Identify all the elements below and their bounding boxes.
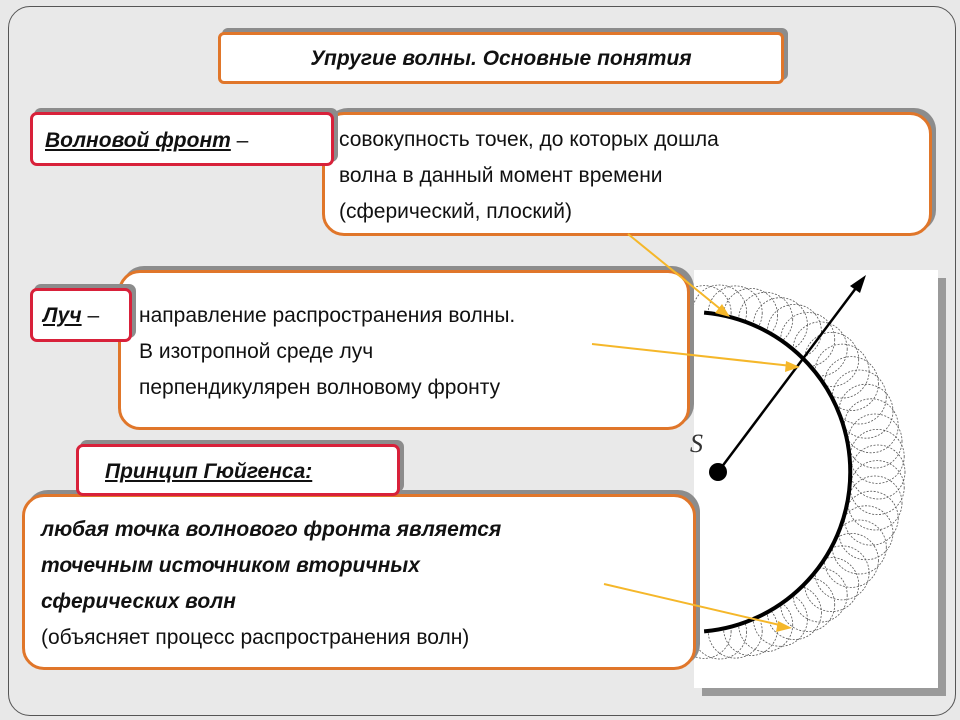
ray-line-3: перпендикулярен волновому фронту (139, 376, 501, 399)
huygens-line-1: любая точка волнового фронта является (41, 518, 502, 541)
ray-definition-box: направление распространения волны. В изо… (118, 270, 690, 430)
pointer-arrowhead-huygens (776, 621, 792, 632)
huygens-term-label: Принцип Гюйгенса: (105, 460, 312, 484)
title-box: Упругие волны. Основные понятия (218, 32, 784, 84)
huygens-line-3: сферических волн (41, 590, 236, 613)
wavefront-term-label: Волновой фронт – (45, 129, 248, 153)
pointer-arrow-wavefront (627, 233, 725, 313)
pointer-arrow-huygens (603, 583, 785, 627)
pointer-arrowhead-wavefront (715, 304, 730, 317)
wavefront-line-3: (сферический, плоский) (339, 200, 572, 223)
ray-term-label: Луч – (43, 304, 99, 328)
ray-arrow-head (850, 275, 866, 293)
source-label: S (690, 429, 703, 458)
wavefront-definition-box: совокупность точек, до которых дошла вол… (322, 112, 932, 236)
ray-line-2: В изотропной среде луч (139, 340, 374, 363)
wavefront-dash: – (236, 129, 249, 152)
ray-term-box: Луч – (30, 288, 132, 342)
slide-title: Упругие волны. Основные понятия (310, 47, 692, 70)
pointer-arrowhead-ray (785, 361, 800, 372)
source-point (709, 463, 727, 481)
huygens-definition-box: любая точка волнового фронта является то… (22, 494, 696, 670)
huygens-line-4: (объясняет процесс распространения волн) (41, 626, 470, 649)
ray-term: Луч (43, 304, 82, 327)
ray-dash: – (87, 304, 100, 327)
wavefront-line-2: волна в данный момент времени (339, 164, 663, 187)
wavefront-term: Волновой фронт (45, 129, 231, 152)
huygens-line-2: точечным источником вторичных (41, 554, 420, 577)
ray-line-1: направление распространения волны. (139, 304, 516, 327)
wavefront-term-box: Волновой фронт – (30, 112, 334, 166)
ray-arrow-line (717, 279, 863, 473)
pointer-arrow-ray (591, 343, 793, 367)
wavefront-arc (703, 310, 853, 634)
huygens-term-box: Принцип Гюйгенса: (76, 444, 400, 496)
inner-mask (694, 312, 851, 632)
huygens-term: Принцип Гюйгенса: (105, 460, 313, 483)
wavefront-line-1: совокупность точек, до которых дошла (339, 128, 719, 151)
